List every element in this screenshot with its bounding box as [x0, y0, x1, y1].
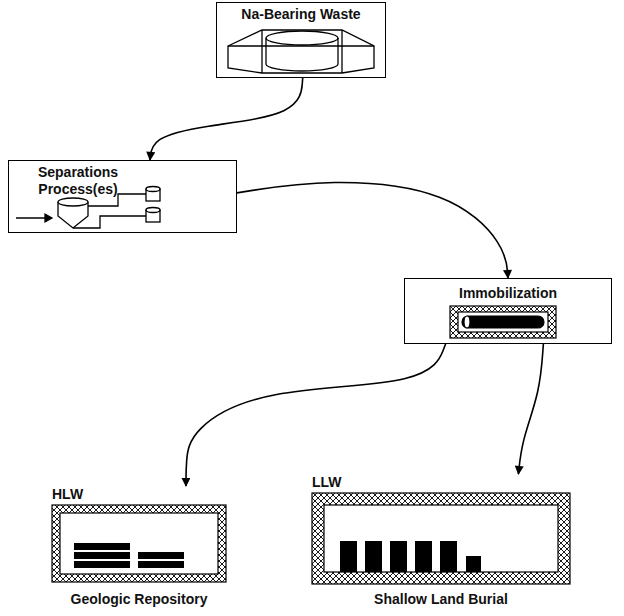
node-title: Na-Bearing Waste — [221, 6, 381, 23]
flow-arrow — [237, 182, 508, 278]
source-box: Na-Bearing Waste — [216, 2, 386, 78]
flow-arrow — [518, 344, 543, 474]
burial-illustration — [312, 493, 570, 584]
node-title: Separations Process(es) — [13, 164, 143, 198]
site-caption: Shallow Land Burial — [312, 591, 570, 608]
disposal-site: LLW Shallow Land Burial — [312, 474, 570, 608]
flow-arrow — [150, 78, 303, 160]
tank-illustration — [228, 30, 374, 73]
repository-illustration — [52, 505, 226, 582]
waste-class-label: HLW — [52, 486, 226, 503]
site-caption: Geologic Repository — [52, 591, 226, 608]
waste-class-label: LLW — [312, 474, 570, 491]
waste-form-illustration — [450, 306, 556, 338]
process-box: Separations Process(es) — [8, 160, 237, 233]
process-box: Immobilization — [404, 278, 612, 344]
node-title: Immobilization — [409, 285, 607, 302]
disposal-site: HLW Geologic Repository — [52, 486, 226, 608]
flow-arrow — [186, 344, 446, 486]
